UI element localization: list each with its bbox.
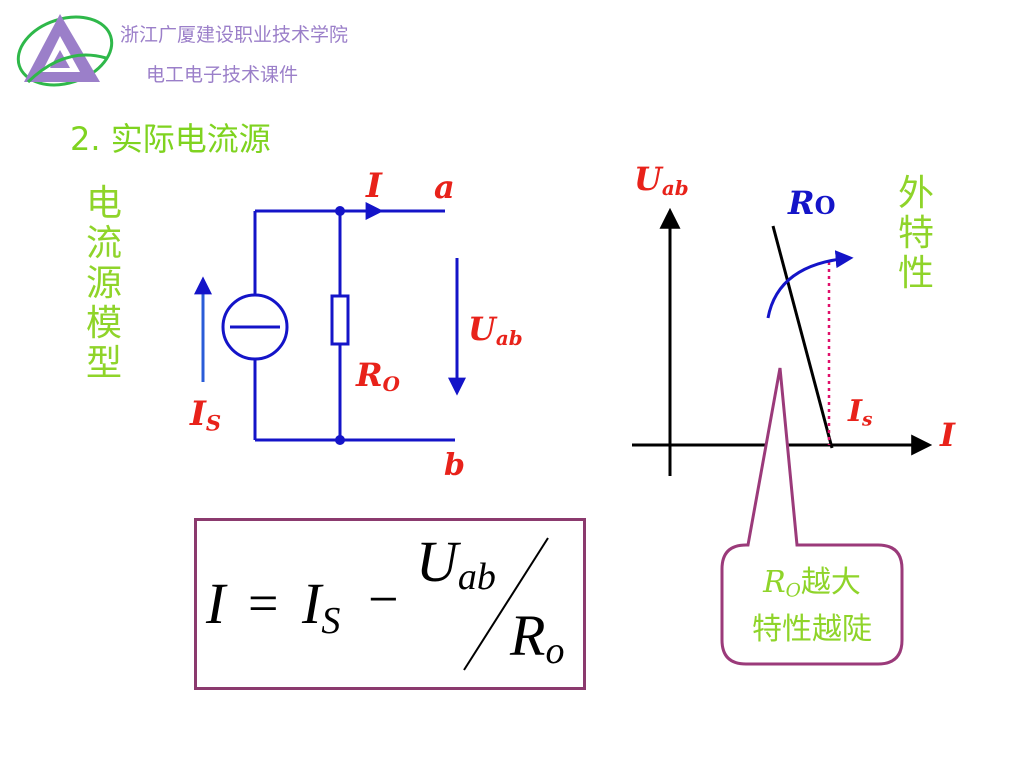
formula-is: IS: [302, 571, 341, 642]
left-vertical-caption: 电 流 源 模 型: [84, 184, 124, 384]
formula-minus: −: [368, 569, 399, 629]
characteristic-line: [771, 225, 834, 449]
caption-char: 特: [897, 213, 934, 254]
header-school-name: 浙江广厦建设职业技术学院: [120, 24, 349, 46]
fraction-slash: [463, 537, 549, 671]
source-label: IS: [190, 394, 222, 436]
caption-char: 外: [897, 173, 934, 214]
callout-line-1: RO越大: [763, 565, 861, 602]
callout-bubble: [720, 367, 904, 666]
header-course-name: 电工电子技术课件: [146, 64, 299, 86]
side-vertical-caption: 外 特 性: [896, 174, 936, 294]
voltage-label: Uab: [468, 310, 523, 350]
caption-char: 源: [85, 263, 122, 304]
circuit-wires: [253, 209, 455, 442]
ro-graph-label: RO: [788, 184, 836, 222]
node-dot-bottom: [335, 435, 345, 445]
section-title: 2. 实际电流源: [70, 120, 271, 158]
node-dot-top: [335, 206, 345, 216]
callout-text: RO越大 特性越陡: [722, 564, 902, 649]
resistor-symbol: [330, 294, 350, 346]
x-axis-label: I: [940, 416, 955, 454]
node-a-label: a: [434, 168, 455, 206]
caption-char: 性: [897, 253, 934, 294]
formula-numerator: Uab: [416, 529, 496, 598]
formula-equals: =: [248, 573, 279, 633]
resistor-label: RO: [356, 356, 400, 396]
caption-char: 流: [85, 223, 122, 264]
current-label: I: [366, 166, 382, 206]
callout-line-2: 特性越陡: [752, 611, 872, 647]
is-graph-label: Is: [848, 394, 873, 431]
school-logo: [16, 14, 114, 87]
formula-lhs: I: [206, 571, 226, 636]
rotation-arrow: [766, 250, 854, 319]
y-axis-label: Uab: [634, 160, 689, 200]
formula: I = IS − Uab Ro: [194, 518, 586, 690]
node-b-label: b: [444, 448, 465, 483]
caption-char: 型: [85, 343, 122, 384]
formula-denominator: Ro: [510, 603, 565, 672]
caption-char: 电: [85, 183, 122, 224]
caption-char: 模: [85, 303, 122, 344]
formula-box: [194, 518, 586, 690]
current-source-symbol: [221, 293, 289, 361]
